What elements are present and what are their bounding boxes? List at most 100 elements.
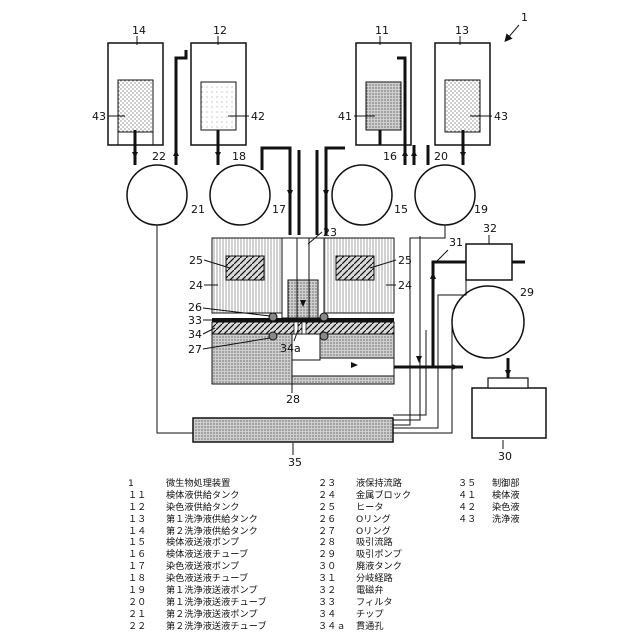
label-13: 13 [455,24,469,37]
legend-column-2: ２３液保持流路２４金属ブロック２５ヒータ２６Oリング２７Oリング２８吸引流路２９… [318,478,411,633]
label-12: 12 [213,24,227,37]
pump-15 [332,165,392,225]
legend-row: １３第１洗浄液供給タンク [128,514,267,526]
apparatus-diagram: 1 14 12 11 13 43 42 41 43 [0,0,640,478]
legend-text: 液保持流路 [356,478,402,490]
legend-text: 検体液 [492,490,520,502]
legend-number: 1 [128,478,166,490]
heater-right [336,256,374,280]
pump-21 [127,165,187,225]
label-32: 32 [483,222,497,235]
flow-arrows-mid [287,190,329,197]
label-28: 28 [286,393,300,406]
legend-text: 貫通孔 [356,621,384,633]
legend-number: ２６ [318,514,356,526]
legend-text: チップ [356,609,384,621]
legend-number: １３ [128,514,166,526]
filter-33 [212,318,394,322]
label-21: 21 [191,203,205,216]
pump-19 [415,165,475,225]
legend-text: 第１洗浄液供給タンク [166,514,258,526]
legend-text: 電磁弁 [356,585,384,597]
legend-row: ２２第２洗浄液送液チューブ [128,621,267,633]
pump-17 [210,165,270,225]
label-31: 31 [449,236,463,249]
legend-row: ４１検体液 [458,490,520,502]
label-41: 41 [338,110,352,123]
legend-number: ３１ [318,573,356,585]
legend-number: １６ [128,549,166,561]
solenoid-valve-32 [466,244,512,280]
legend-number: ３０ [318,561,356,573]
waste-tank-30 [472,378,546,438]
legend-text: 第２洗浄液供給タンク [166,526,258,538]
legend-row: １４第２洗浄液供給タンク [128,526,267,538]
suction-pump-29 [452,286,524,358]
legend-text: 制御部 [492,478,520,490]
legend-row: ３０廃液タンク [318,561,411,573]
legend-number: ３４ａ [318,621,356,633]
legend-number: ２４ [318,490,356,502]
legend-row: １６検体液送液チューブ [128,549,267,561]
label-11: 11 [375,24,389,37]
legend-number: ２５ [318,502,356,514]
legend-text: 染色液送液ポンプ [166,561,239,573]
legend-number: ３５ [458,478,492,490]
legend-text: ヒータ [356,502,384,514]
legend-number: １２ [128,502,166,514]
metal-block [212,238,394,384]
legend-text: 検体液送液ポンプ [166,537,239,549]
legend-text: 検体液送液チューブ [166,549,248,561]
legend-text: 分岐経路 [356,573,393,585]
legend-text: 染色液 [492,502,520,514]
legend-row: １８染色液送液チューブ [128,573,267,585]
legend-number: １５ [128,537,166,549]
label-33: 33 [188,314,202,327]
label-17: 17 [272,203,286,216]
legend-row: ２５ヒータ [318,502,411,514]
legend-number: １８ [128,573,166,585]
legend-text: 第２洗浄液送液チューブ [166,621,267,633]
legend-number: ２８ [318,537,356,549]
label-14: 14 [132,24,146,37]
legend-row: １１検体液供給タンク [128,490,267,502]
legend-row: ３３フィルタ [318,597,411,609]
legend-row: ３１分岐経路 [318,573,411,585]
legend-row: ２７Oリング [318,526,411,538]
label-24-right: 24 [398,279,412,292]
label-25-left: 25 [189,254,203,267]
legend-number: １９ [128,585,166,597]
label-25-right: 25 [398,254,412,267]
legend-column-3: ３５制御部４１検体液４２染色液４３洗浄液 [458,478,520,526]
label-43-left: 43 [92,110,106,123]
legend-row: ２８吸引流路 [318,537,411,549]
legend-column-1: 1微生物処理装置１１検体液供給タンク１２染色液供給タンク１３第１洗浄液供給タンク… [128,478,267,633]
legend-number: ２３ [318,478,356,490]
legend-text: 第１洗浄液送液ポンプ [166,585,258,597]
legend-number: ２２ [128,621,166,633]
legend-row: 1微生物処理装置 [128,478,267,490]
legend-row: ２４金属ブロック [318,490,411,502]
label-18: 18 [232,150,246,163]
label-30: 30 [498,450,512,463]
legend-row: ２９吸引ポンプ [318,549,411,561]
label-35: 35 [288,456,302,469]
label-34a: 34a [280,342,301,355]
label-23: 23 [323,226,337,239]
legend-text: 金属ブロック [356,490,411,502]
legend-row: ３４ａ貫通孔 [318,621,411,633]
label-16: 16 [383,150,397,163]
legend-row: ２６Oリング [318,514,411,526]
legend-number: ２７ [318,526,356,538]
legend-number: ２０ [128,597,166,609]
legend-text: 洗浄液 [492,514,520,526]
label-42: 42 [251,110,265,123]
suction-channel [292,358,394,376]
label-29: 29 [520,286,534,299]
legend-text: 第１洗浄液送液チューブ [166,597,267,609]
legend-row: ２１第２洗浄液送液ポンプ [128,609,267,621]
legend-text: Oリング [356,514,391,526]
legend-text: フィルタ [356,597,393,609]
label-34: 34 [188,328,202,341]
heater-left [226,256,264,280]
